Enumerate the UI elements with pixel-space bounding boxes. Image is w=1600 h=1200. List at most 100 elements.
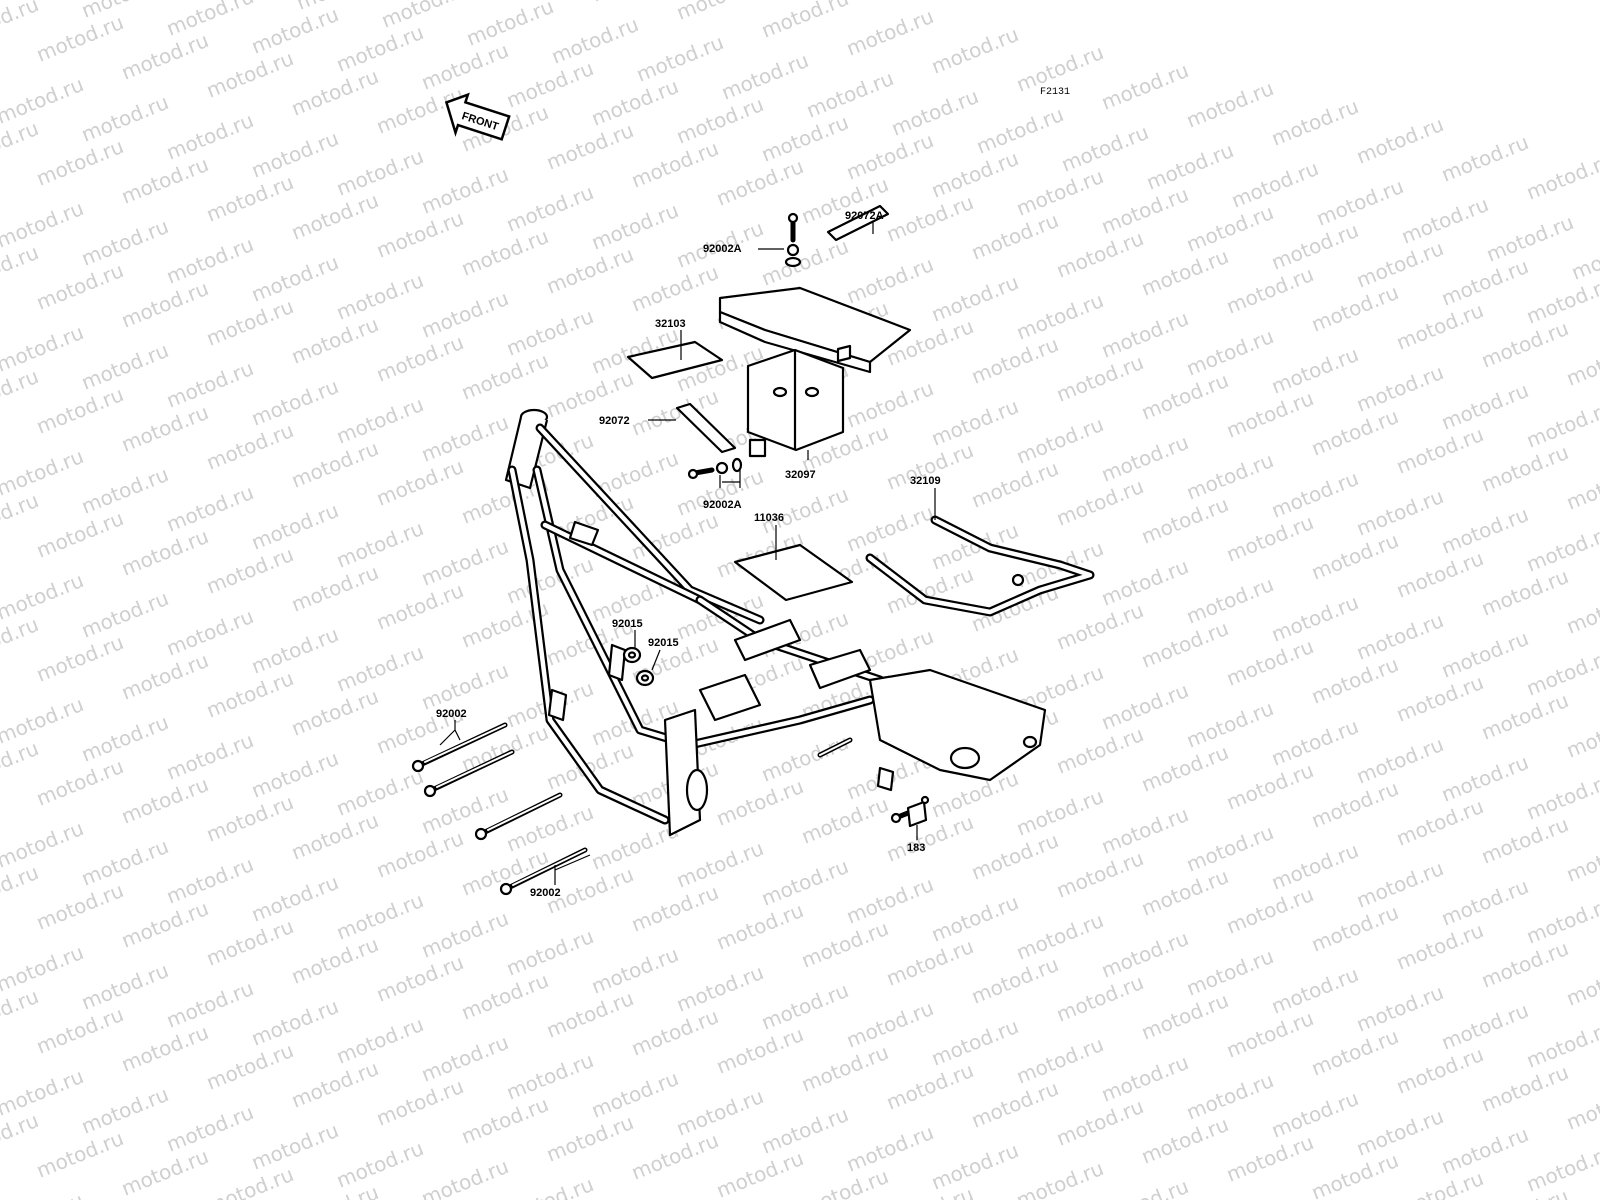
watermark-text: motod.ru xyxy=(1438,874,1532,931)
watermark-text: motod.ru xyxy=(1223,758,1317,815)
watermark-text: motod.ru xyxy=(78,214,172,271)
watermark-text: motod.ru xyxy=(203,914,297,971)
diagram-code: F2131 xyxy=(1040,87,1070,98)
battery-strap xyxy=(675,402,737,454)
watermark-text: motod.ru xyxy=(78,1082,172,1139)
watermark-text: motod.ru xyxy=(1138,988,1232,1045)
watermark-text: motod.ru xyxy=(1268,94,1362,151)
watermark-text: motod.ru xyxy=(1013,1156,1107,1200)
watermark-text: motod.ru xyxy=(1013,412,1107,469)
watermark-text: motod.ru xyxy=(1353,732,1447,789)
watermark-text: motod.ru xyxy=(1563,1078,1600,1135)
watermark-text: motod.ru xyxy=(1563,582,1600,639)
watermark-text: motod.ru xyxy=(1268,218,1362,275)
watermark-text: motod.ru xyxy=(543,986,637,1043)
watermark-text: motod.ru xyxy=(1308,404,1402,461)
watermark-text: motod.ru xyxy=(1098,306,1192,363)
watermark-text: motod.ru xyxy=(1438,626,1532,683)
watermark-text: motod.ru xyxy=(163,1100,257,1157)
watermark-text: motod.ru xyxy=(758,234,852,291)
watermark-text: motod.ru xyxy=(543,242,637,299)
watermark-text: motod.ru xyxy=(288,1180,382,1200)
watermark-text: motod.ru xyxy=(373,206,467,263)
watermark-text: motod.ru xyxy=(33,630,127,687)
watermark-text: motod.ru xyxy=(463,0,557,51)
watermark-text: motod.ru xyxy=(1268,714,1362,771)
watermark-text: motod.ru xyxy=(883,314,977,371)
watermark-text: motod.ru xyxy=(588,74,682,131)
watermark-text: motod.ru xyxy=(1478,1184,1572,1200)
watermark-text: motod.ru xyxy=(1268,466,1362,523)
label-92002-top: 92002 xyxy=(436,708,467,720)
watermark-text: motod.ru xyxy=(758,978,852,1035)
watermark-text: motod.ru xyxy=(628,880,722,937)
watermark-text: motod.ru xyxy=(673,1084,767,1141)
watermark-text: motod.ru xyxy=(1013,164,1107,221)
watermark-text: motod.ru xyxy=(1438,254,1532,311)
watermark-text: motod.ru xyxy=(1268,838,1362,895)
watermark-text: motod.ru xyxy=(203,1162,297,1200)
watermark-text: motod.ru xyxy=(843,500,937,557)
watermark-text: motod.ru xyxy=(758,110,852,167)
watermark-text: motod.ru xyxy=(1183,76,1277,133)
watermark-text: motod.ru xyxy=(588,818,682,875)
label-92002-bottom: 92002 xyxy=(530,887,561,899)
collar-b xyxy=(635,669,655,687)
battery-pad xyxy=(626,340,724,380)
watermark-text: motod.ru xyxy=(458,1092,552,1149)
watermark-text: motod.ru xyxy=(928,394,1022,451)
watermark-text: motod.ru xyxy=(758,0,852,43)
watermark-text: motod.ru xyxy=(1223,1006,1317,1063)
watermark-text: motod.ru xyxy=(333,1012,427,1069)
watermark-text: motod.ru xyxy=(1353,484,1447,541)
watermark-text: motod.ru xyxy=(1313,174,1407,231)
watermark-text: motod.ru xyxy=(33,258,127,315)
label-92072: 92072 xyxy=(599,415,630,427)
watermark-text: motod.ru xyxy=(713,1146,807,1200)
watermark-text: motod.ru xyxy=(798,1040,892,1097)
watermark-text: motod.ru xyxy=(843,128,937,185)
watermark-text: motod.ru xyxy=(78,834,172,891)
watermark-text: motod.ru xyxy=(843,1120,937,1177)
watermark-text: motod.ru xyxy=(928,1138,1022,1195)
watermark-text: motod.ru xyxy=(843,4,937,61)
watermark-text: motod.ru xyxy=(1053,350,1147,407)
watermark-text: motod.ru xyxy=(968,1076,1062,1133)
watermark-text: motod.ru xyxy=(33,10,127,67)
watermark-text: motod.ru xyxy=(373,950,467,1007)
watermark-text: motod.ru xyxy=(973,102,1067,159)
watermark-text: motod.ru xyxy=(1183,448,1277,505)
label-32103: 32103 xyxy=(655,318,686,330)
watermark-text: motod.ru xyxy=(1098,802,1192,859)
watermark-text: motod.ru xyxy=(1228,156,1322,213)
watermark-text: motod.ru xyxy=(758,730,852,787)
watermark-text: motod.ru xyxy=(418,1030,512,1087)
watermark-text: motod.ru xyxy=(378,0,472,33)
watermark-text: motod.ru xyxy=(1143,138,1237,195)
watermark-text: motod.ru xyxy=(33,506,127,563)
watermark-text: motod.ru xyxy=(0,72,87,129)
watermark-text: motod.ru xyxy=(1183,944,1277,1001)
watermark-text: motod.ru xyxy=(78,0,172,23)
watermark-text: motod.ru xyxy=(78,338,172,395)
watermark-text: motod.ru xyxy=(1183,572,1277,629)
watermark-text: motod.ru xyxy=(33,754,127,811)
watermark-text: motod.ru xyxy=(628,136,722,193)
long-bolts xyxy=(411,722,588,896)
watermark-text: motod.ru xyxy=(0,444,87,501)
watermark-text: motod.ru xyxy=(673,960,767,1017)
label-92015-a: 92015 xyxy=(612,618,643,630)
watermark-text: motod.ru xyxy=(758,1102,852,1159)
watermark-text: motod.ru xyxy=(588,942,682,999)
watermark-text: motod.ru xyxy=(1438,998,1532,1055)
leader-lines xyxy=(439,222,936,885)
watermark-text: motod.ru xyxy=(1308,1148,1402,1200)
watermark-text: motod.ru xyxy=(288,560,382,617)
watermark-text: motod.ru xyxy=(1223,882,1317,939)
watermark-text: motod.ru xyxy=(673,92,767,149)
watermark-text: motod.ru xyxy=(543,1110,637,1167)
bracket-183 xyxy=(890,795,930,828)
watermark-text: motod.ru xyxy=(458,224,552,281)
watermark-text: motod.ru xyxy=(163,728,257,785)
